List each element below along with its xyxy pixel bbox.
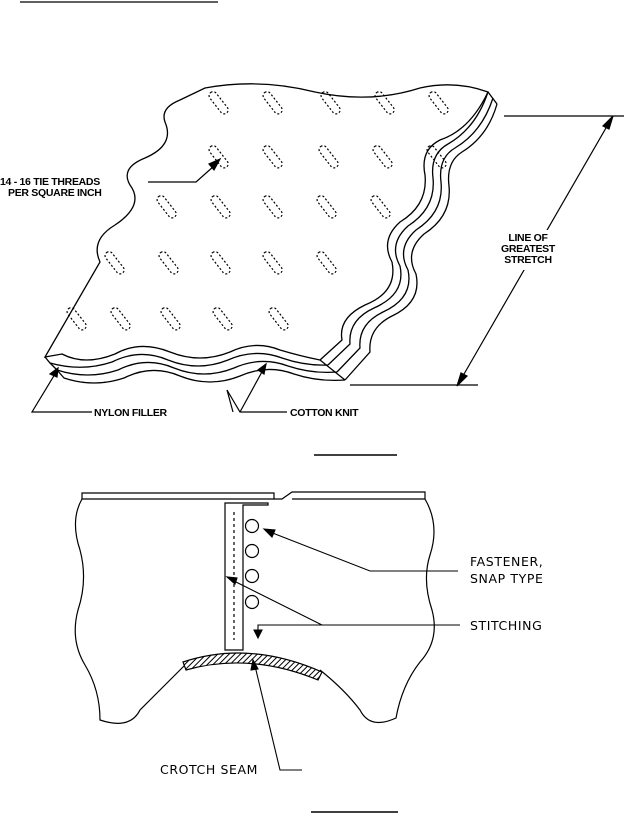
tie-thread-mark <box>156 195 177 219</box>
label-stitching: STITCHING <box>470 618 542 633</box>
tie-thread-mark <box>212 307 233 331</box>
tie-thread-mark <box>66 307 87 331</box>
fly-panel <box>224 502 269 651</box>
stretch-arrowhead-bottom <box>456 372 469 387</box>
snap-fasteners <box>244 518 260 610</box>
tie-thread-mark <box>320 91 341 115</box>
tie-thread-mark <box>158 251 179 275</box>
tie-thread-mark <box>262 251 283 275</box>
tie-thread-mark <box>374 91 395 115</box>
tie-thread-mark <box>316 195 337 219</box>
garment-outline <box>74 491 435 724</box>
waistband-right <box>274 491 426 500</box>
tie-thread-mark <box>210 251 231 275</box>
garment-left-edge <box>74 498 186 724</box>
fabric-bottom-layer-3 <box>56 368 346 384</box>
tie-thread-mark <box>208 91 229 115</box>
fabric-bottom-layer-2 <box>49 360 338 376</box>
snap-fastener <box>244 594 260 610</box>
tie-thread-mark <box>316 251 337 275</box>
tie-thread-mark <box>428 91 449 115</box>
label-fastener-1: FASTENER, <box>470 554 543 569</box>
tie-thread-mark <box>208 145 229 169</box>
label-stretch-2: GREATEST <box>501 243 556 255</box>
tie-thread-mark <box>372 145 393 169</box>
tie-thread-mark <box>262 91 283 115</box>
tie-thread-mark <box>262 145 283 169</box>
label-stretch-1: LINE OF <box>508 232 548 244</box>
tie-thread-mark <box>370 195 391 219</box>
tie-thread-mark <box>210 195 231 219</box>
fabric-bottom-layer-1 <box>44 352 329 368</box>
fabric-edge-layer-3 <box>344 103 498 381</box>
stretch-arrowhead-top <box>601 115 614 130</box>
tie-thread-mark <box>110 307 131 331</box>
label-nylon-filler: NYLON FILLER <box>94 407 168 419</box>
tie-thread-mark <box>104 251 125 275</box>
snap-fastener <box>244 568 260 584</box>
label-crotch-seam: CROTCH SEAM <box>160 762 258 777</box>
garment-right-edge <box>319 498 435 724</box>
tie-threads-leader <box>148 157 222 183</box>
snap-fastener <box>244 518 260 534</box>
tie-thread-mark <box>160 307 181 331</box>
label-fastener-2: SNAP TYPE <box>470 571 543 586</box>
label-stretch-3: STRETCH <box>504 254 551 266</box>
tie-thread-mark <box>318 145 339 169</box>
fabric-edge-layer-2 <box>336 97 494 373</box>
fabric-layer-leaders <box>30 362 287 413</box>
tie-thread-mark <box>262 195 283 219</box>
snap-fastener <box>244 543 260 559</box>
tie-thread-marks <box>66 91 449 331</box>
label-cotton-knit: COTTON KNIT <box>290 407 359 419</box>
fabric-panel <box>43 83 498 384</box>
tie-thread-mark <box>268 307 289 331</box>
label-tie-threads-2: PER SQUARE INCH <box>8 187 102 199</box>
fabric-edge-layer-1 <box>327 91 489 366</box>
crotch-seam <box>182 652 323 681</box>
tie-thread-mark <box>426 145 447 169</box>
waistband <box>81 492 275 500</box>
fabric-top-face <box>43 83 489 361</box>
label-tie-threads-1: 14 - 16 TIE THREADS <box>0 176 100 188</box>
lower-leaders <box>225 528 460 771</box>
